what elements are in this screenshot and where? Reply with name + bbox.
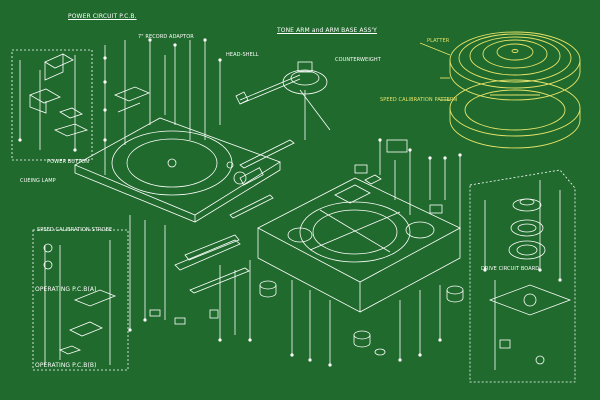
- leader-lines-chassis: [291, 140, 461, 365]
- label-speed-calibration-pattern: SPEED CALIBRATION PATTERN: [380, 97, 458, 103]
- label-platter: PLATTER: [427, 38, 450, 44]
- drive-circuit-box: [469, 169, 576, 383]
- platter-drawing: [419, 31, 581, 149]
- label-cueing-lamp: CUEING LAMP: [20, 178, 56, 184]
- screw-markers: [18, 38, 562, 367]
- label-power-circuit-pcb: POWER CIRCUIT P.C.B.: [68, 13, 137, 20]
- leader-lines-top: [104, 40, 221, 175]
- label-drive-circuit-board: DRIVE CIRCUIT BOARD: [481, 266, 540, 272]
- label-operating-pcb-b: OPERATING P.C.B(B): [35, 362, 97, 369]
- top-plate: [74, 117, 281, 223]
- label-record-adaptor: 7" RECORD ADAPTOR: [138, 34, 194, 40]
- label-counterweight: COUNTERWEIGHT: [335, 57, 381, 63]
- label-head-shell: HEAD-SHELL: [226, 52, 259, 58]
- label-power-button: POWER BUTTON: [47, 159, 90, 165]
- power-circuit-pcb-parts: [11, 49, 93, 161]
- feet: [259, 280, 464, 356]
- label-speed-calibration-strobe: SPEED CALIBRATION STROBE: [37, 227, 113, 233]
- label-operating-pcb-a: OPERATING P.C.B(A): [35, 286, 97, 293]
- chassis: [257, 177, 461, 313]
- operating-section: [32, 215, 166, 371]
- tone-arm: [235, 61, 331, 140]
- control-parts: [149, 234, 251, 340]
- label-tone-arm-base: TONE ARM and ARM BASE ASS'Y: [277, 27, 377, 34]
